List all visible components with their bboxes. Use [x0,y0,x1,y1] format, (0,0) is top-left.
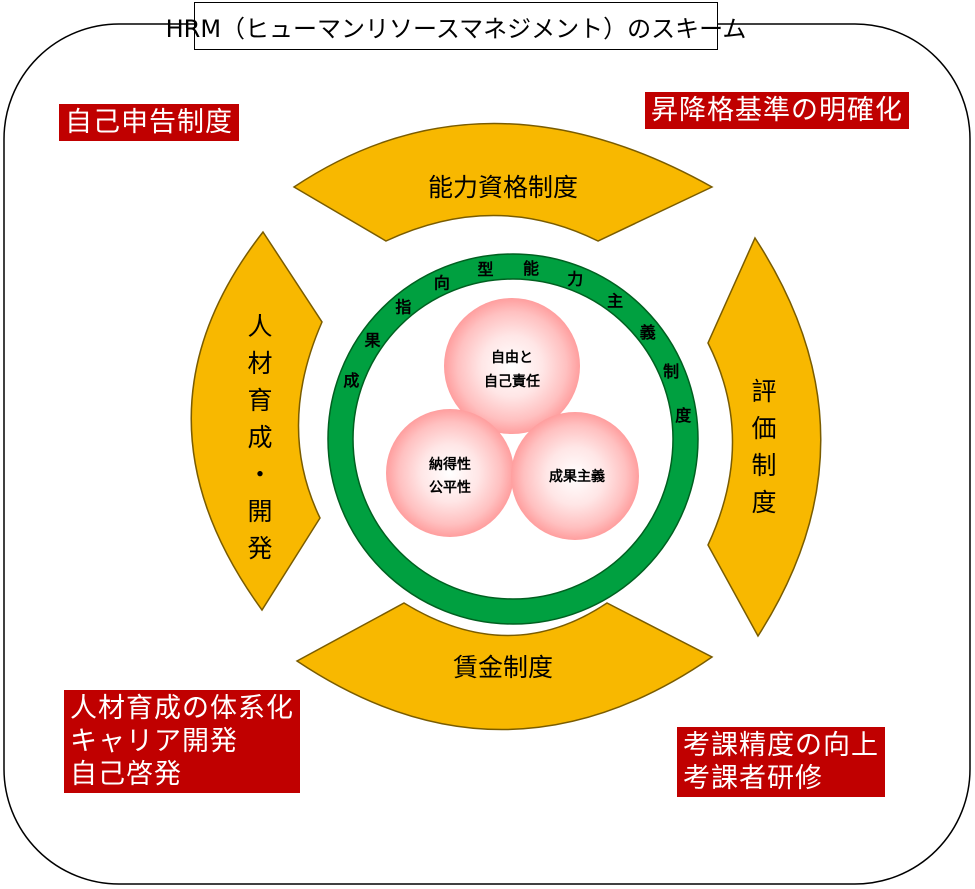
circle-top-label-2: 自己責任 [484,373,540,390]
ring-char: 成 [343,371,359,390]
ring-char: 型 [477,260,493,279]
tag-top-right-line: 昇降格基準の明確化 [651,95,903,126]
tag-bottom-left-line-1: 人材育成の体系化 [70,693,294,724]
ring-char: 制 [663,362,679,381]
arc-right-label-char: 制 [751,451,776,480]
arc-left-label-char: 成 [247,423,272,452]
ring-char: 度 [675,406,692,425]
arc-left-label-char: ・ [247,460,272,489]
circle-top [444,298,580,434]
tag-bottom-left-line-2: キャリア開発 [70,726,238,757]
tag-top-right: 昇降格基準の明確化 [645,92,909,129]
arc-bottom-label: 賃金制度 [453,653,553,682]
circle-left [386,409,514,537]
arc-left-label-char: 育 [247,386,272,415]
ring-char: 力 [567,270,583,289]
circle-top-label-1: 自由と [491,349,533,366]
arc-top [292,122,714,242]
arc-left-label-char: 開 [247,497,272,526]
arc-right [707,236,822,638]
ring-char: 主 [607,292,623,311]
ring-char: 果 [363,331,380,350]
arc-right-label-char: 価 [751,414,776,443]
ring-char: 向 [434,273,450,292]
tag-bottom-right-line-2: 考課者研修 [683,763,823,794]
circle-left-label-1: 納得性 [429,456,471,473]
arc-left-label: 人材育成・開発 [247,312,272,563]
arc-bottom [295,602,714,731]
diagram-title: HRM（ヒューマンリソースマネジメント）のスキーム [166,2,746,50]
tag-top-left: 自己申告制度 [59,104,239,141]
ring-char: 義 [640,323,656,342]
arc-left-label-char: 人 [247,312,272,341]
tag-bottom-right-line-1: 考課精度の向上 [683,730,879,761]
circle-left-label-2: 公平性 [429,479,471,496]
arc-top-label: 能力資格制度 [428,173,578,202]
arc-right-label-char: 度 [751,488,776,517]
tag-bottom-left: 人材育成の体系化 キャリア開発 自己啓発 [64,690,300,793]
tag-top-left-line: 自己申告制度 [65,107,233,138]
ring-char: 指 [395,298,411,317]
ring-char: 能 [523,259,539,278]
arc-left [190,230,323,612]
tag-bottom-left-line-3: 自己啓発 [70,759,182,790]
circle-right-label: 成果主義 [549,468,605,485]
arc-left-label-char: 材 [247,349,272,378]
arc-left-label-char: 発 [247,534,272,563]
tag-bottom-right: 考課精度の向上 考課者研修 [677,727,885,797]
arc-right-label-char: 評 [751,377,776,406]
circle-right [511,412,639,540]
